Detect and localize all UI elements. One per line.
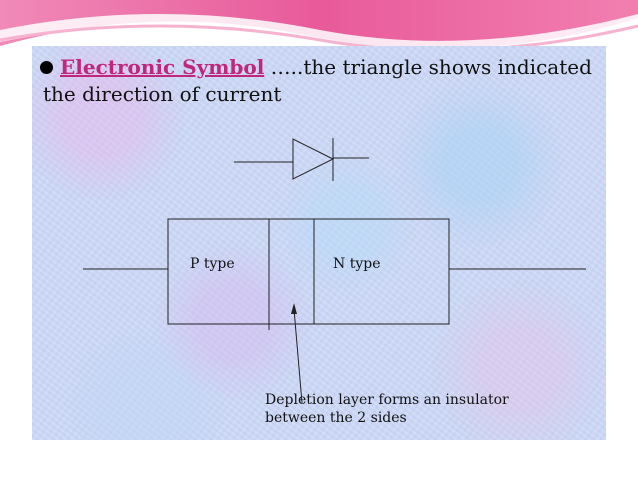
p-type-label: P type	[190, 256, 235, 272]
slide-heading-line2: the direction of current	[43, 82, 282, 106]
bullet-icon	[40, 61, 53, 74]
slide-content-panel	[32, 46, 606, 440]
pn-junction-block	[83, 218, 586, 330]
depletion-annotation-line2: between the 2 sides	[265, 410, 407, 426]
header-decoration	[0, 0, 638, 52]
diode-symbol-icon	[234, 138, 369, 181]
heading-rest: …..the triangle shows indicated	[264, 55, 592, 79]
n-type-label: N type	[333, 256, 381, 272]
depletion-annotation-line1: Depletion layer forms an insulator	[265, 392, 509, 408]
slide-heading: Electronic Symbol …..the triangle shows …	[60, 54, 592, 80]
depletion-arrow-icon	[291, 303, 303, 404]
electronic-symbol-term: Electronic Symbol	[60, 55, 265, 79]
